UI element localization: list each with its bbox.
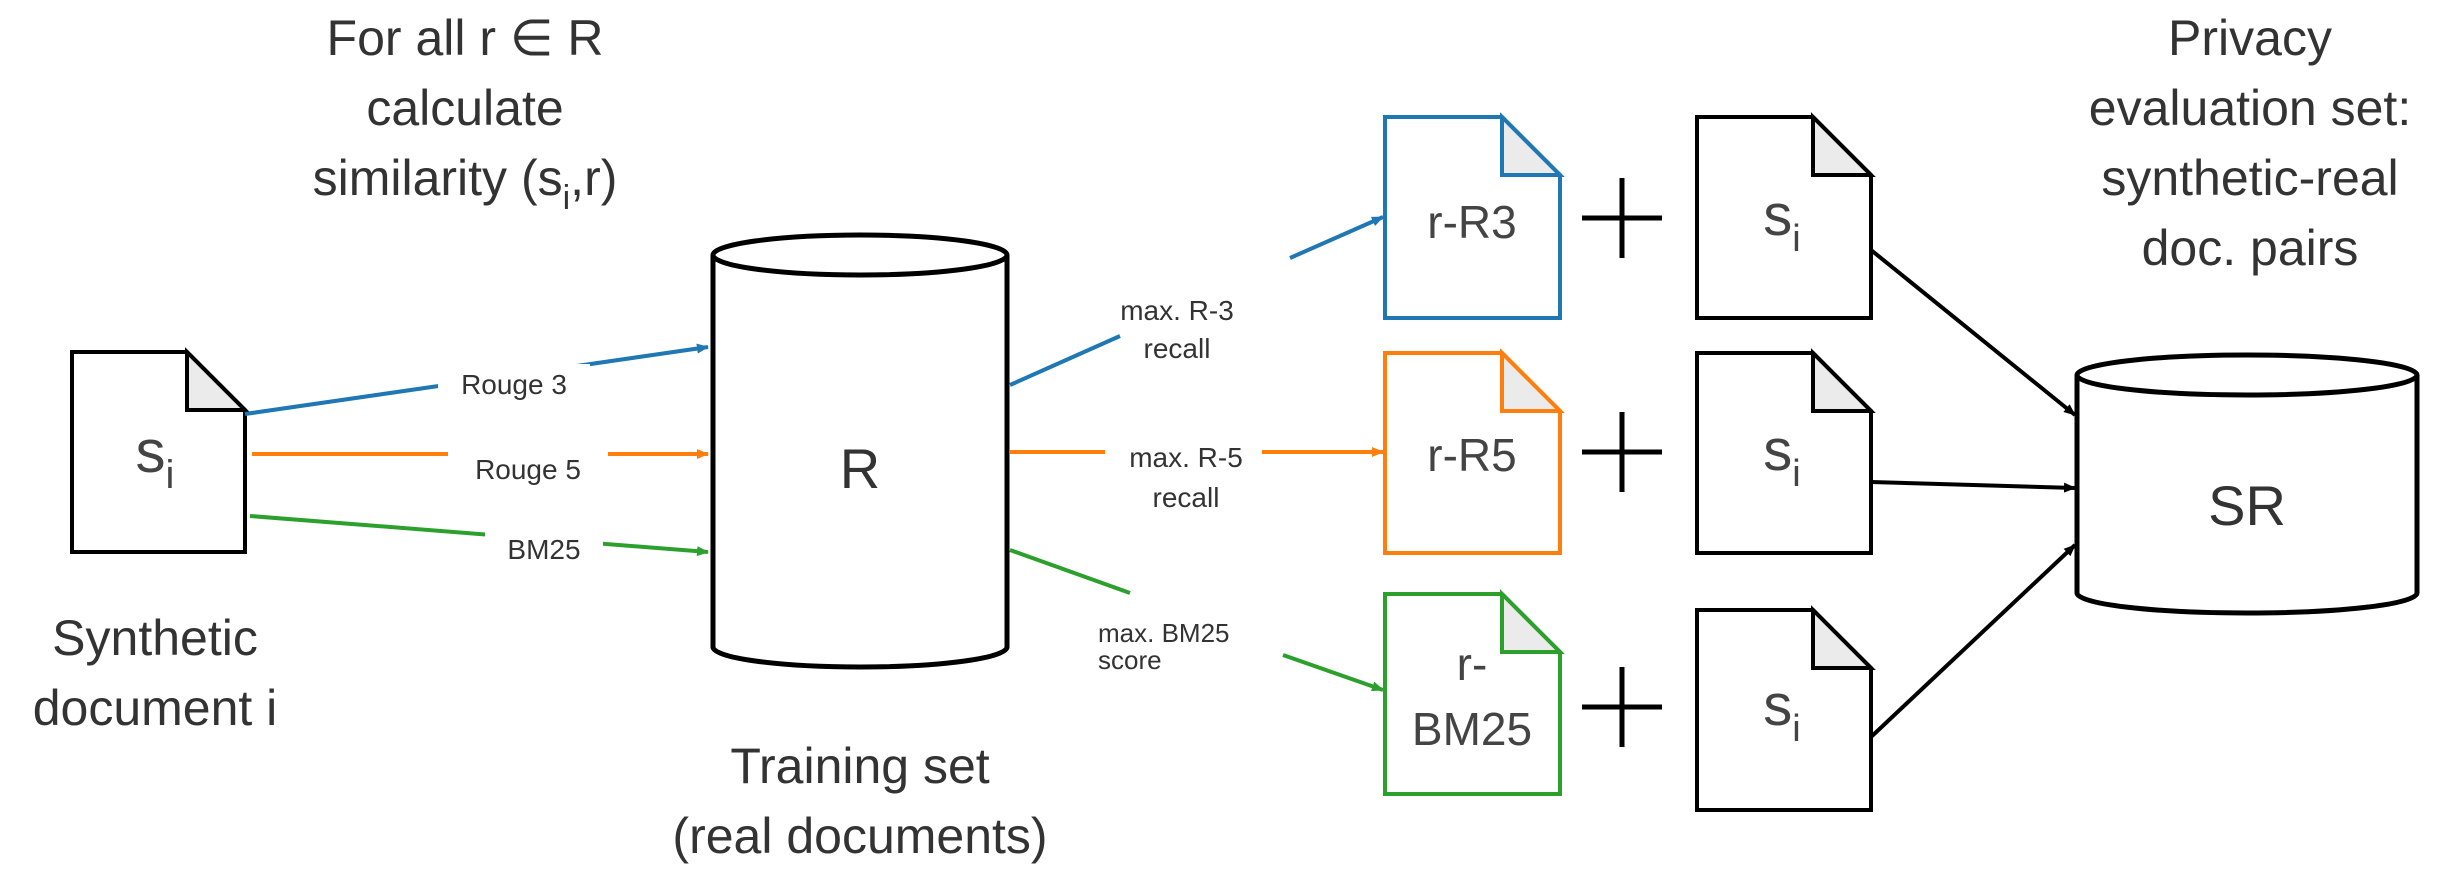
edge-max-r3-label-line1: max. R-3 xyxy=(1120,295,1234,326)
pair-doc-icon: si xyxy=(1695,112,1876,320)
edge-max-r3: max. R-3 recall xyxy=(1009,215,1384,387)
edge-rouge3: Rouge 3 xyxy=(244,343,709,416)
plus-icon xyxy=(1582,178,1662,258)
synthetic-doc-caption-line1: Synthetic xyxy=(52,610,258,666)
header-right-line4: doc. pairs xyxy=(2142,220,2359,276)
header-right: Privacy evaluation set: synthetic-real d… xyxy=(2089,10,2411,276)
edge-rouge5: Rouge 5 xyxy=(252,449,709,490)
edge-to-sr-top xyxy=(1869,248,2077,417)
training-db-caption-line1: Training set xyxy=(730,738,989,794)
edge-max-r5-label-line2: recall xyxy=(1153,482,1220,513)
edge-to-sr-middle xyxy=(1870,480,2076,493)
edge-rouge5-label: Rouge 5 xyxy=(475,454,581,485)
header-left-line3-suffix: ,r) xyxy=(570,150,617,206)
edge-max-r5: max. R-5 recall xyxy=(1010,442,1384,513)
edge-max-bm25: max. BM25 score xyxy=(1009,548,1384,692)
pair-doc-icon: si xyxy=(1695,348,1876,555)
edge-rouge3-label: Rouge 3 xyxy=(461,369,567,400)
doc-r-bm25-label-line2: BM25 xyxy=(1412,703,1532,755)
doc-r-r3-label: r-R3 xyxy=(1427,196,1516,248)
header-right-line3: synthetic-real xyxy=(2101,150,2398,206)
edge-max-bm25-label-line1: max. BM25 xyxy=(1098,618,1230,648)
edge-max-bm25-label-line2: score xyxy=(1098,645,1162,675)
output-db-cylinder: SR xyxy=(2074,352,2420,616)
edge-max-r3-label-line2: recall xyxy=(1144,333,1211,364)
header-left-line2: calculate xyxy=(366,80,563,136)
edge-max-r5-label-line1: max. R-5 xyxy=(1129,442,1243,473)
header-left-line3-prefix: similarity (s xyxy=(313,150,563,206)
edge-bm25-label: BM25 xyxy=(507,534,580,565)
doc-r-r3-icon: r-R3 xyxy=(1383,112,1565,320)
plus-icon xyxy=(1582,412,1662,492)
pair-doc-label: si xyxy=(1763,418,1800,495)
pair-doc-icon: si xyxy=(1695,605,1876,812)
doc-r-bm25-label-line1: r- xyxy=(1457,638,1488,690)
edge-bm25: BM25 xyxy=(249,514,709,570)
header-left-line3: similarity (si,r) xyxy=(313,150,618,217)
header-left: For all r ∈ R calculate similarity (si,r… xyxy=(313,10,618,217)
header-left-line1: For all r ∈ R xyxy=(327,10,604,66)
doc-r-bm25-icon: r- BM25 xyxy=(1383,589,1565,796)
training-db-cylinder: R xyxy=(710,232,1010,670)
header-right-line2: evaluation set: xyxy=(2089,80,2411,136)
header-left-line3-sub: i xyxy=(563,179,571,217)
doc-r-r5-icon: r-R5 xyxy=(1383,348,1565,555)
pair-doc-label: si xyxy=(1763,183,1800,260)
training-db-caption-line2: (real documents) xyxy=(672,808,1047,864)
synthetic-doc-label: si xyxy=(136,418,175,497)
training-db-label: R xyxy=(840,437,880,500)
output-db-label: SR xyxy=(2208,474,2286,537)
synthetic-doc-caption-line2: document i xyxy=(33,680,278,736)
plus-icon xyxy=(1582,667,1662,747)
synthetic-doc-icon: si xyxy=(70,347,250,554)
edge-to-sr-bottom xyxy=(1869,543,2077,739)
header-right-line1: Privacy xyxy=(2168,10,2332,66)
doc-r-r5-label: r-R5 xyxy=(1427,429,1516,481)
pair-doc-label: si xyxy=(1763,673,1800,750)
